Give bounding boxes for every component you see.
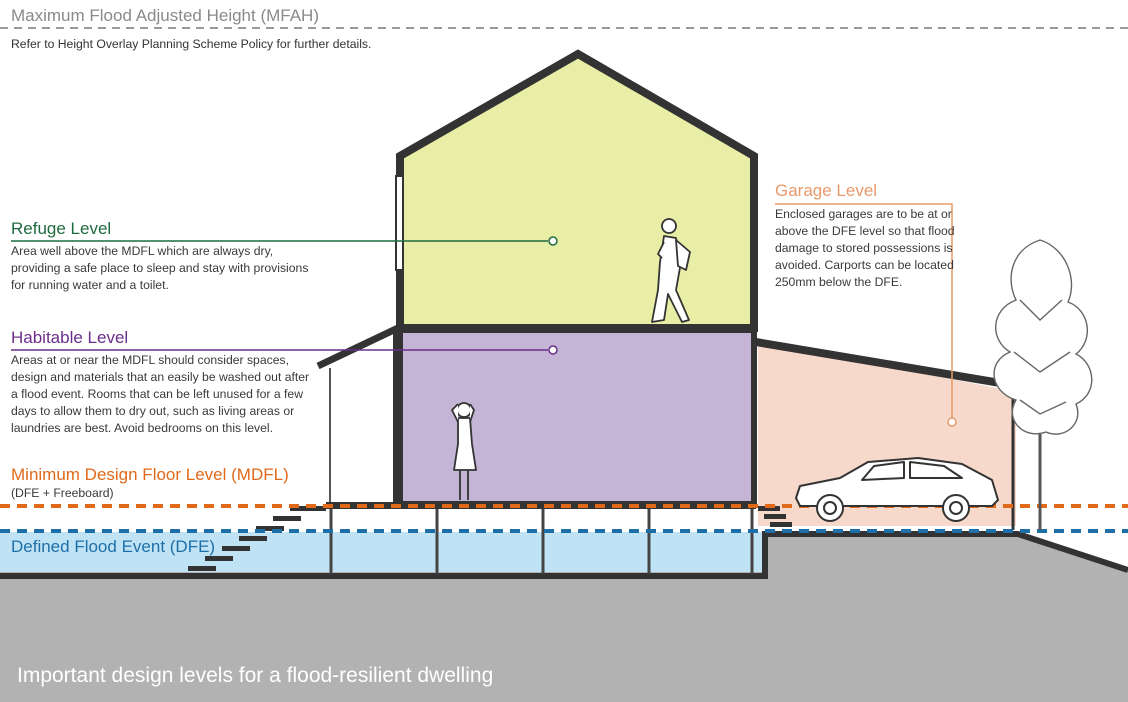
side-window (395, 175, 404, 271)
refuge-marker (548, 236, 558, 246)
veranda-roof (316, 324, 400, 370)
garage-marker (947, 417, 957, 427)
garage-level-description: Enclosed garages are to be at or above t… (775, 207, 955, 289)
upper-floor (396, 49, 758, 332)
habitable-marker (548, 345, 558, 355)
tree-icon (993, 239, 1093, 530)
floor-slab (326, 502, 756, 509)
dfe-title: Defined Flood Event (DFE) (11, 537, 216, 556)
flood-water (0, 532, 765, 572)
refuge-level-description: Area well above the MDFL which are alway… (11, 244, 309, 292)
mdfl-title: Minimum Design Floor Level (MDFL) (11, 465, 289, 484)
stairs (188, 506, 326, 571)
garage-leader (775, 203, 953, 418)
garage-ramp (758, 506, 792, 527)
habitable-level-description: Areas at or near the MDFL should conside… (11, 353, 310, 435)
mfah-note: Refer to Height Overlay Planning Scheme … (11, 37, 372, 51)
garage-level-title: Garage Level (775, 181, 878, 200)
mdfl-note: (DFE + Freeboard) (11, 486, 114, 500)
stilts (329, 509, 754, 574)
garage-roof (755, 338, 1019, 390)
habitable-level-title: Habitable Level (11, 328, 129, 347)
refuge-level-title: Refuge Level (11, 219, 112, 238)
person-standing-icon (451, 402, 477, 500)
diagram-caption: Important design levels for a flood-resi… (17, 664, 494, 687)
lower-floor (397, 327, 757, 507)
car-icon (795, 457, 999, 522)
ground-edge (0, 531, 1128, 579)
person-walking-icon (651, 218, 691, 323)
mfah-title: Maximum Flood Adjusted Height (MFAH) (11, 6, 319, 25)
